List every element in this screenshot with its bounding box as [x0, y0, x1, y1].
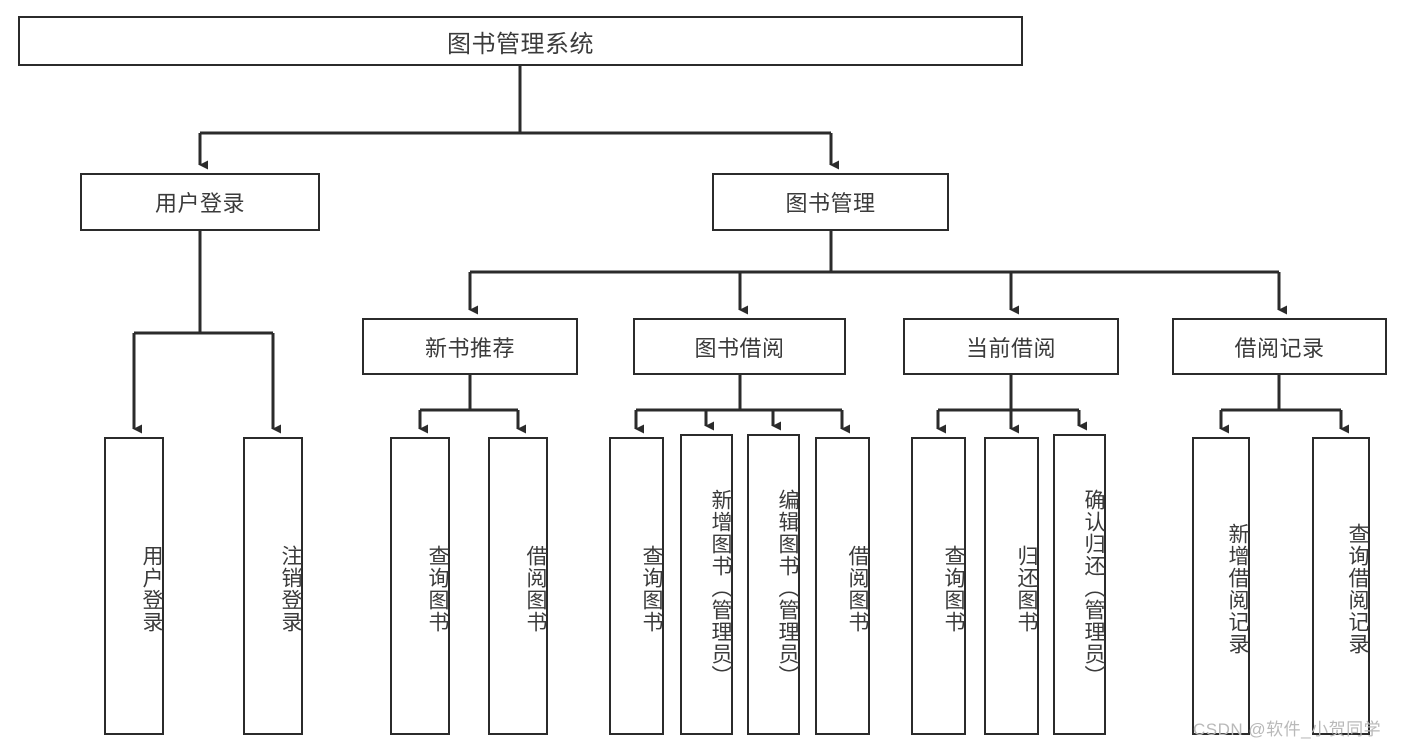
- node-user-login[interactable]: 用户登录: [80, 173, 320, 231]
- node-leaf-query-book-3-label: 查询图书: [942, 545, 965, 633]
- node-current-borrow[interactable]: 当前借阅: [903, 318, 1119, 375]
- node-leaf-query-book-3[interactable]: 查询图书: [911, 437, 966, 735]
- node-leaf-borrow-book-2-label: 借阅图书: [846, 545, 869, 633]
- node-leaf-user-login[interactable]: 用户登录: [104, 437, 164, 735]
- node-leaf-borrow-book-2[interactable]: 借阅图书: [815, 437, 870, 735]
- node-new-book-recommend[interactable]: 新书推荐: [362, 318, 578, 375]
- node-leaf-user-login-label: 用户登录: [140, 545, 163, 633]
- node-leaf-add-borrow-record-label: 新增借阅记录: [1226, 523, 1249, 655]
- node-book-manage-label: 图书管理: [785, 191, 876, 216]
- node-leaf-edit-book-admin[interactable]: 编辑图书（管理员）: [747, 434, 800, 735]
- node-root-label: 图书管理系统: [447, 30, 594, 58]
- node-leaf-query-borrow-record[interactable]: 查询借阅记录: [1312, 437, 1370, 735]
- node-leaf-query-book-1-label: 查询图书: [426, 545, 449, 633]
- node-user-login-label: 用户登录: [154, 191, 245, 216]
- node-book-borrow[interactable]: 图书借阅: [633, 318, 846, 375]
- node-leaf-query-book-2[interactable]: 查询图书: [609, 437, 664, 735]
- node-book-manage[interactable]: 图书管理: [712, 173, 949, 231]
- node-leaf-add-book-admin[interactable]: 新增图书（管理员）: [680, 434, 733, 735]
- node-leaf-logout-login[interactable]: 注销登录: [243, 437, 303, 735]
- node-leaf-query-book-1[interactable]: 查询图书: [390, 437, 450, 735]
- node-book-borrow-label: 图书借阅: [694, 335, 785, 361]
- node-borrow-record[interactable]: 借阅记录: [1172, 318, 1387, 375]
- node-leaf-edit-book-admin-label: 编辑图书（管理员）: [776, 488, 799, 687]
- node-leaf-logout-login-label: 注销登录: [279, 545, 302, 633]
- node-borrow-record-label: 借阅记录: [1234, 335, 1325, 361]
- node-leaf-add-borrow-record[interactable]: 新增借阅记录: [1192, 437, 1250, 735]
- node-leaf-confirm-return-admin-label: 确认归还（管理员）: [1082, 488, 1105, 687]
- node-leaf-query-borrow-record-label: 查询借阅记录: [1346, 523, 1369, 655]
- node-leaf-return-book-label: 归还图书: [1015, 545, 1038, 633]
- node-new-book-recommend-label: 新书推荐: [424, 335, 515, 361]
- node-leaf-add-book-admin-label: 新增图书（管理员）: [709, 488, 732, 687]
- node-leaf-confirm-return-admin[interactable]: 确认归还（管理员）: [1053, 434, 1106, 735]
- node-current-borrow-label: 当前借阅: [965, 335, 1056, 361]
- node-leaf-borrow-book-1-label: 借阅图书: [524, 545, 547, 633]
- node-leaf-borrow-book-1[interactable]: 借阅图书: [488, 437, 548, 735]
- node-leaf-query-book-2-label: 查询图书: [640, 545, 663, 633]
- watermark: CSDN @软件_小贺同学: [1193, 720, 1382, 739]
- node-leaf-return-book[interactable]: 归还图书: [984, 437, 1039, 735]
- node-root[interactable]: 图书管理系统: [18, 16, 1023, 66]
